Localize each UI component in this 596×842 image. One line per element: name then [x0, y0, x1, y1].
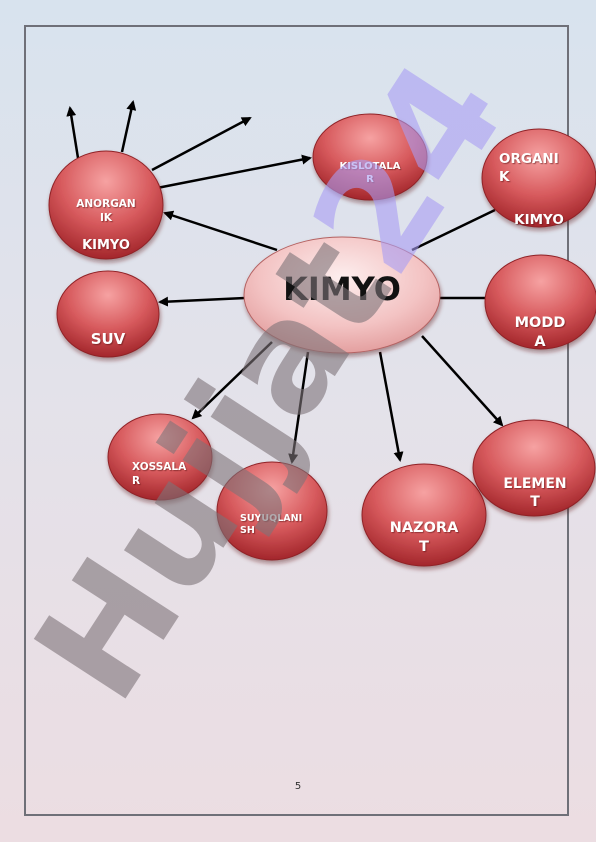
label-organik-kimyo: KIMYO — [514, 212, 564, 228]
node-center-kimyo — [243, 236, 441, 354]
arrow-center-to-suyuqlanish — [288, 351, 310, 464]
label-anorganik-kimyo: KIMYO — [82, 238, 130, 253]
label-element: ELEMEN T — [503, 476, 567, 511]
arrow-center-to-suv — [158, 296, 246, 307]
arrow-anorganik-up-left — [66, 106, 80, 159]
arrow-anorganik-to-kislotalar — [156, 154, 312, 190]
label-suv: SUV — [90, 330, 126, 348]
label-organik: ORGANI K — [499, 151, 559, 185]
arrow-anorganik-up — [120, 100, 137, 153]
node-anorganik-kimyo — [48, 150, 164, 260]
node-organik-kimyo — [481, 128, 596, 228]
node-suyuqlanish — [216, 461, 328, 561]
node-element — [472, 419, 596, 517]
arrow-center-to-anorganik — [163, 210, 278, 252]
node-suv — [56, 270, 160, 358]
label-xossalar: XOSSALA R — [132, 461, 187, 487]
arrow-center-to-xossalar — [191, 341, 273, 420]
line-center-to-organik — [411, 208, 496, 252]
label-anorganik: ANORGAN IK — [76, 198, 136, 224]
node-xossalar — [107, 413, 213, 501]
label-modda: MODD A — [514, 315, 566, 350]
label-suyuqlanish: SUYUQLANI SH — [240, 513, 303, 537]
label-kislotalar: KISLOTALA R — [339, 161, 401, 185]
page-border — [24, 25, 569, 816]
node-kislotalar — [312, 113, 428, 201]
label-nazorat: NAZORA T — [389, 520, 459, 555]
node-modda — [484, 254, 596, 350]
arrow-center-to-nazorat — [378, 351, 404, 462]
page-number: 5 — [294, 781, 302, 792]
node-nazorat — [361, 463, 487, 567]
label-center-kimyo: KIMYO — [283, 270, 401, 308]
arrow-anorganik-up-right — [151, 116, 252, 172]
arrow-center-to-element — [421, 335, 504, 427]
